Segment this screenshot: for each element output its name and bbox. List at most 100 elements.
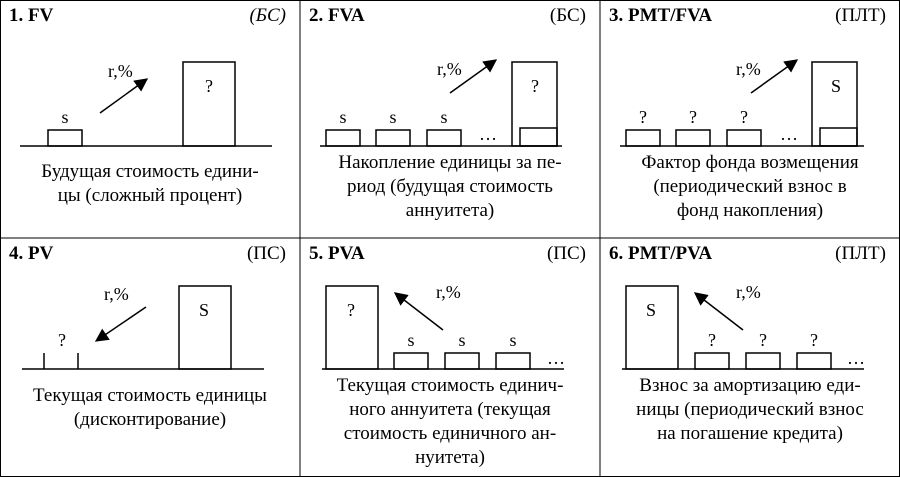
payment-label: ?	[639, 107, 647, 127]
growth-arrow	[99, 78, 149, 114]
rate-label: r,%	[736, 282, 761, 302]
payment-label: s	[458, 330, 465, 350]
future-value-box	[182, 61, 236, 147]
pv-diagram: ? S r,%	[22, 284, 264, 370]
caption-line: Взнос за амортизацию еди-	[639, 375, 861, 396]
caption-line: риод (будущая стоимость	[347, 176, 553, 197]
rate-label: r,%	[104, 284, 129, 304]
caption-line: фонд накопления)	[676, 200, 824, 221]
cell-pmt-pva: 6. PMT/PVA (ПЛТ) S ? ? ? … r,% Взнос за …	[600, 238, 900, 476]
last-payment-box	[519, 127, 558, 147]
caption-line: ницы (периодический взнос	[636, 399, 864, 420]
loan-label: S	[646, 300, 656, 320]
future-value-box	[811, 61, 858, 147]
discount-arrow	[693, 292, 744, 331]
cell-tag: (ПС)	[546, 243, 586, 264]
caption-line: Будущая стоимость едини-	[41, 161, 259, 182]
cell-caption: Текущая стоимость единицы (дисконтирован…	[0, 384, 300, 432]
present-label: ?	[347, 300, 355, 320]
present-label: s	[61, 107, 68, 127]
future-value-box	[178, 285, 232, 370]
payment-box	[375, 129, 411, 147]
payment-box	[47, 129, 83, 147]
payment-box	[444, 352, 480, 370]
caption-line: (периодический взнос в	[653, 176, 847, 197]
caption-line: Текущая стоимость единицы	[33, 385, 267, 406]
payment-box	[675, 129, 711, 147]
caption-line: ного аннуитета (текущая	[349, 399, 551, 420]
caption-line: стоимость единичного ан-	[343, 423, 557, 444]
loan-box	[625, 285, 679, 370]
present-label: ?	[58, 330, 66, 350]
caption-line: Накопление единицы за пе-	[338, 152, 562, 173]
cell-pv: 4. PV (ПС) ? S r,% Текущая стоимость еди…	[0, 238, 300, 476]
payment-box	[495, 352, 531, 370]
cell-tag: (ПЛТ)	[835, 243, 886, 264]
last-payment-box	[819, 127, 858, 147]
cell-caption: Взнос за амортизацию еди- ницы (периодич…	[600, 374, 900, 446]
future-label: ?	[531, 76, 539, 96]
fva-diagram: s s s … ? r,%	[320, 59, 562, 147]
payment-box	[694, 352, 730, 370]
payment-label: ?	[810, 330, 818, 350]
cell-tag: (БС)	[249, 5, 286, 26]
payment-label: s	[407, 330, 414, 350]
caption-line: Текущая стоимость единич-	[336, 375, 564, 396]
caption-line: цы (сложный процент)	[57, 185, 243, 206]
ellipsis-label: …	[479, 124, 497, 144]
payment-label: s	[389, 107, 396, 127]
growth-arrow	[750, 59, 799, 94]
payment-label: ?	[689, 107, 697, 127]
cell-pva: 5. PVA (ПС) ? s s s … r,% Текущая стоимо…	[300, 238, 600, 476]
pva-diagram: ? s s s … r,%	[322, 282, 565, 370]
cell-title: 6. PMT/PVA	[609, 243, 713, 264]
payment-box	[796, 352, 832, 370]
payment-box	[325, 129, 361, 147]
caption-line: (дисконтирование)	[73, 409, 227, 430]
payment-label: s	[509, 330, 516, 350]
cell-caption: Фактор фонда возмещения (периодический в…	[600, 151, 900, 223]
payment-label: ?	[740, 107, 748, 127]
rate-label: r,%	[108, 61, 133, 81]
cell-tag: (ПЛТ)	[835, 5, 886, 26]
pmt-fva-diagram: ? ? ? … S r,%	[620, 59, 864, 147]
cell-caption: Будущая стоимость едини- цы (сложный про…	[0, 160, 300, 208]
cell-tag: (БС)	[549, 5, 586, 26]
discount-arrow	[94, 306, 147, 342]
future-label: ?	[205, 76, 213, 96]
rate-label: r,%	[437, 59, 462, 79]
growth-arrow	[449, 59, 498, 94]
fv-diagram: s ? r,%	[20, 61, 272, 147]
cell-caption: Накопление единицы за пе- риод (будущая …	[300, 151, 600, 223]
rate-label: r,%	[436, 282, 461, 302]
caption-line: Фактор фонда возмещения	[641, 152, 859, 173]
rate-label: r,%	[736, 59, 761, 79]
payment-box	[393, 352, 429, 370]
payment-box	[625, 129, 661, 147]
ellipsis-label: …	[847, 348, 865, 368]
pmt-pva-diagram: S ? ? ? … r,%	[622, 282, 865, 370]
ellipsis-label: …	[547, 348, 565, 368]
payment-label: ?	[708, 330, 716, 350]
cell-title: 5. PVA	[309, 243, 365, 264]
payment-label: s	[440, 107, 447, 127]
cell-title: 1. FV	[9, 5, 54, 26]
discount-arrow	[393, 292, 444, 331]
caption-line: нуитета)	[415, 447, 485, 468]
payment-box	[426, 129, 462, 147]
cell-fv: 1. FV (БС) s ? r,% Будущая стоимость еди…	[0, 0, 300, 238]
future-label: S	[831, 76, 841, 96]
cell-fva: 2. FVA (БС) s s s … ? r,% Накопление еди…	[300, 0, 600, 238]
cell-title: 3. PMT/FVA	[609, 5, 713, 26]
present-value-box	[325, 285, 379, 370]
payment-box	[745, 352, 781, 370]
payment-label: s	[339, 107, 346, 127]
cell-title: 4. PV	[9, 243, 54, 264]
payment-label: ?	[759, 330, 767, 350]
cell-title: 2. FVA	[309, 5, 365, 26]
cell-tag: (ПС)	[246, 243, 286, 264]
ellipsis-label: …	[780, 124, 798, 144]
caption-line: на погашение кредита)	[657, 423, 843, 444]
future-value-box	[511, 61, 558, 147]
